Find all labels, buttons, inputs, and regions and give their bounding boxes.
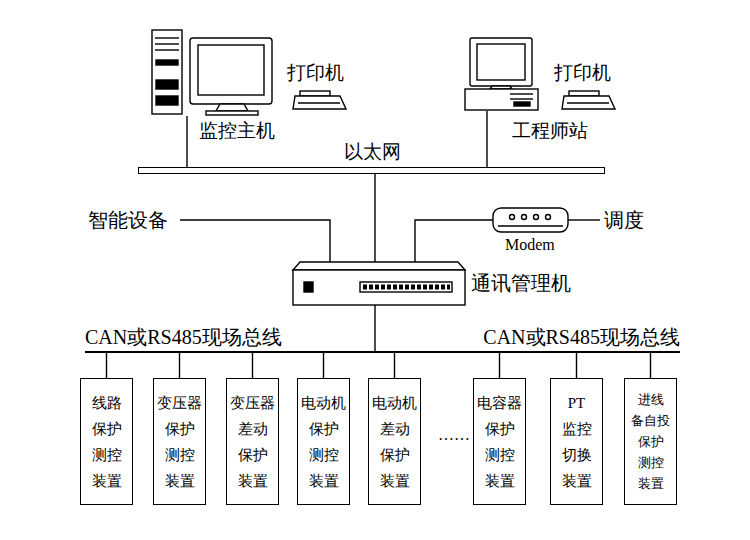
protection-device: 变压器 差动 保护 装置 [226,378,279,505]
printer-paper [300,91,330,96]
bus-connector [374,305,375,351]
node-label: 工程师站 [512,120,588,142]
comm-manager-illustration [293,262,465,305]
modem-light [546,215,551,220]
printer-paper [569,91,599,96]
field-bus: CAN或RS485现场总线CAN或RS485现场总线 [85,351,680,353]
bus-connector [650,353,651,378]
modem-light [522,215,527,220]
printer-slot [298,102,340,103]
printer: 打印机 [287,62,349,112]
node-label: 电动机 保护 测控 装置 [300,390,348,494]
node-label: 变压器 保护 测控 装置 [156,390,204,494]
node-label: 打印机 [554,62,611,84]
node-label: 变压器 差动 保护 装置 [229,390,277,494]
modem-illustration [493,208,568,232]
node-label: 电动机 差动 保护 装置 [371,390,419,494]
engineer-station-illustration [465,38,538,110]
drive-bay [156,80,178,89]
desktop-case [465,89,538,110]
dispatch-wire [568,219,600,220]
monitor-frame [470,38,532,86]
node-label: PT 监控 切换 装置 [553,390,601,494]
drive-bay [514,102,530,106]
device-front [293,270,465,305]
bus-connector [486,111,487,167]
computer: 工程师站 [463,36,541,111]
modem-light [510,215,515,220]
port-strip [360,282,452,292]
printer-illustration [562,91,615,109]
ethernet-bus: 以太网 [138,167,605,174]
protection-device: 电动机 差动 保护 装置 [368,378,421,505]
bus-connector [179,353,180,378]
bus-connector [252,353,253,378]
bus-connector [374,174,375,262]
protection-device: 变压器 保护 测控 装置 [153,378,206,505]
power-light [304,282,313,292]
monitor-host-illustration [152,30,272,115]
drive-slot [155,37,179,38]
monitor-screen [477,44,525,80]
device-top [293,262,465,270]
computer: 监控主机 [150,28,275,116]
protection-device: 电容器 保护 测控 装置 [473,378,526,505]
node-label: CAN或RS485现场总线 [85,326,282,348]
bus-connector [394,353,395,378]
protection-device: PT 监控 切换 装置 [550,378,603,505]
node-label: 打印机 [287,62,344,84]
annotation-label: 调度 [604,209,644,231]
bus-connector [576,353,577,378]
printer-body [293,96,346,109]
drive-slot [155,43,179,44]
drive-slot [510,93,533,94]
annotation-label: …… [438,424,470,446]
node-label: CAN或RS485现场总线 [483,326,680,348]
node-label: 以太网 [344,141,401,163]
modem: Modem [493,208,568,232]
bus-connector [106,353,107,378]
monitor-stand [216,104,248,111]
bus-connector [415,220,493,262]
monitor-base [206,111,258,115]
drive-bay [156,96,178,105]
protection-device: 进线 备自投 保护 测控 装置 [624,378,677,505]
bus-connector [323,353,324,378]
annotation-label: 智能设备 [88,209,168,231]
printer-slot [567,102,609,103]
modem-edge [498,225,563,226]
printer-body [562,96,615,109]
modem-light [534,215,539,220]
modem-body [493,208,568,232]
port-row [363,285,450,290]
drive-slot [510,98,533,99]
monitor-frame [190,38,272,104]
node-label: 监控主机 [199,120,275,142]
bus-connector [499,353,500,378]
node-label: 电容器 保护 测控 装置 [476,390,524,494]
printer-illustration [293,91,346,109]
smart-device-wire [180,220,330,262]
printer: 打印机 [556,62,618,112]
protection-device: 线路 保护 测控 装置 [80,378,133,505]
node-label: 进线 备自投 保护 测控 装置 [627,389,675,494]
bus-connector [186,116,187,167]
node-label: 通讯管理机 [471,272,571,294]
monitor-screen [198,45,264,95]
drive-bay [156,60,178,65]
comm-manager: 通讯管理机 [293,262,465,305]
node-label: 线路 保护 测控 装置 [83,390,131,494]
node-label: Modem [505,235,555,255]
tower-case [152,30,182,114]
drive-slot [155,49,179,50]
protection-device: 电动机 保护 测控 装置 [297,378,350,505]
